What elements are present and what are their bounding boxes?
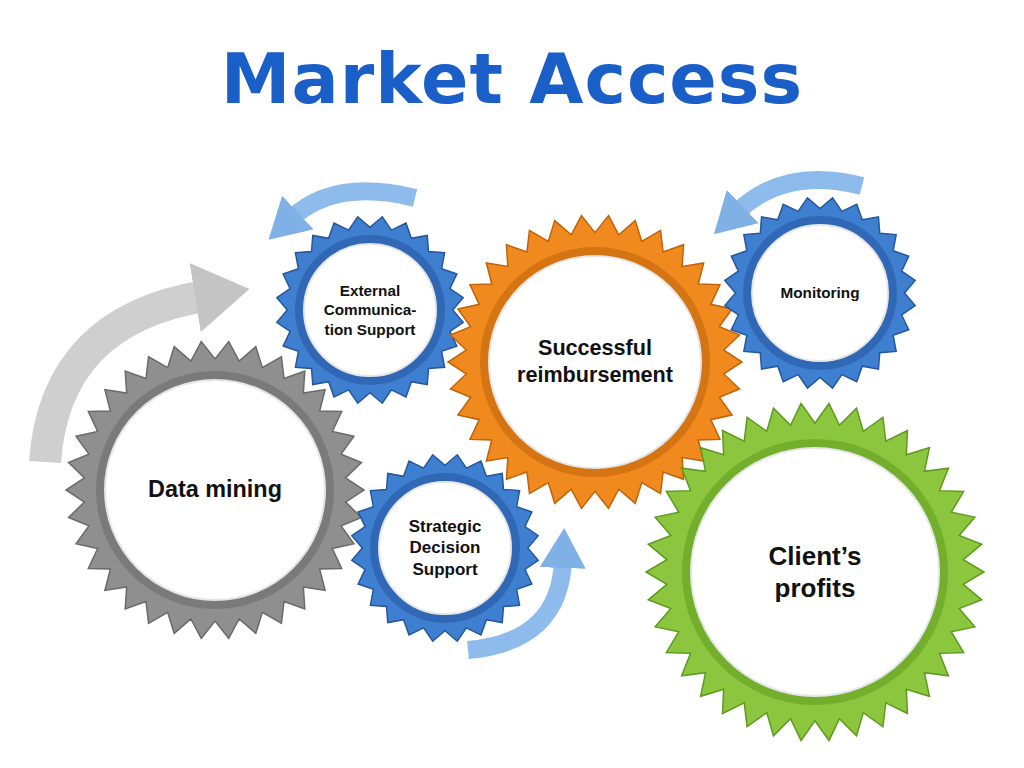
gear-label: External Communica- tion Support (308, 281, 432, 338)
gear-rim (295, 235, 445, 385)
gear-teeth (66, 342, 364, 639)
gear-label: Strategic Decision Support (393, 516, 497, 580)
gear-rim (682, 439, 948, 705)
gear-face (691, 448, 939, 696)
gear-shape (645, 402, 985, 742)
gear-node: Data mining (65, 340, 365, 640)
gear-rim (743, 216, 897, 370)
gear-label-area: Strategic Decision Support (350, 453, 540, 643)
gear-face (752, 225, 888, 361)
gear-node: Strategic Decision Support (350, 453, 540, 643)
gear-label: Successful reimbursement (495, 335, 695, 389)
gear-face (379, 482, 511, 614)
gear-face (304, 244, 436, 376)
title: Market Access (0, 38, 1024, 120)
gear-label-area: Data mining (65, 340, 365, 640)
gear-label-area: Successful reimbursement (447, 214, 743, 510)
gear-label: Client’s profits (735, 540, 895, 605)
gear-node: Client’s profits (645, 402, 985, 742)
gear-label: Monitoring (758, 283, 882, 302)
blue-arrow (737, 180, 862, 212)
gear-face (489, 256, 701, 468)
blue-arrow (292, 191, 415, 218)
gear-node: Successful reimbursement (447, 214, 743, 510)
gear-teeth (352, 455, 538, 641)
gear-teeth (448, 216, 742, 509)
gear-label-area: Client’s profits (645, 402, 985, 742)
gear-teeth (646, 404, 984, 741)
gear-node: Monitoring (723, 196, 917, 390)
gear-rim (480, 247, 710, 477)
gear-rim (96, 371, 334, 609)
gear-teeth (725, 198, 915, 388)
gear-rim (370, 473, 520, 623)
gear-label: Data mining (115, 475, 315, 504)
gear-face (105, 380, 325, 600)
gear-label-area: Monitoring (723, 196, 917, 390)
